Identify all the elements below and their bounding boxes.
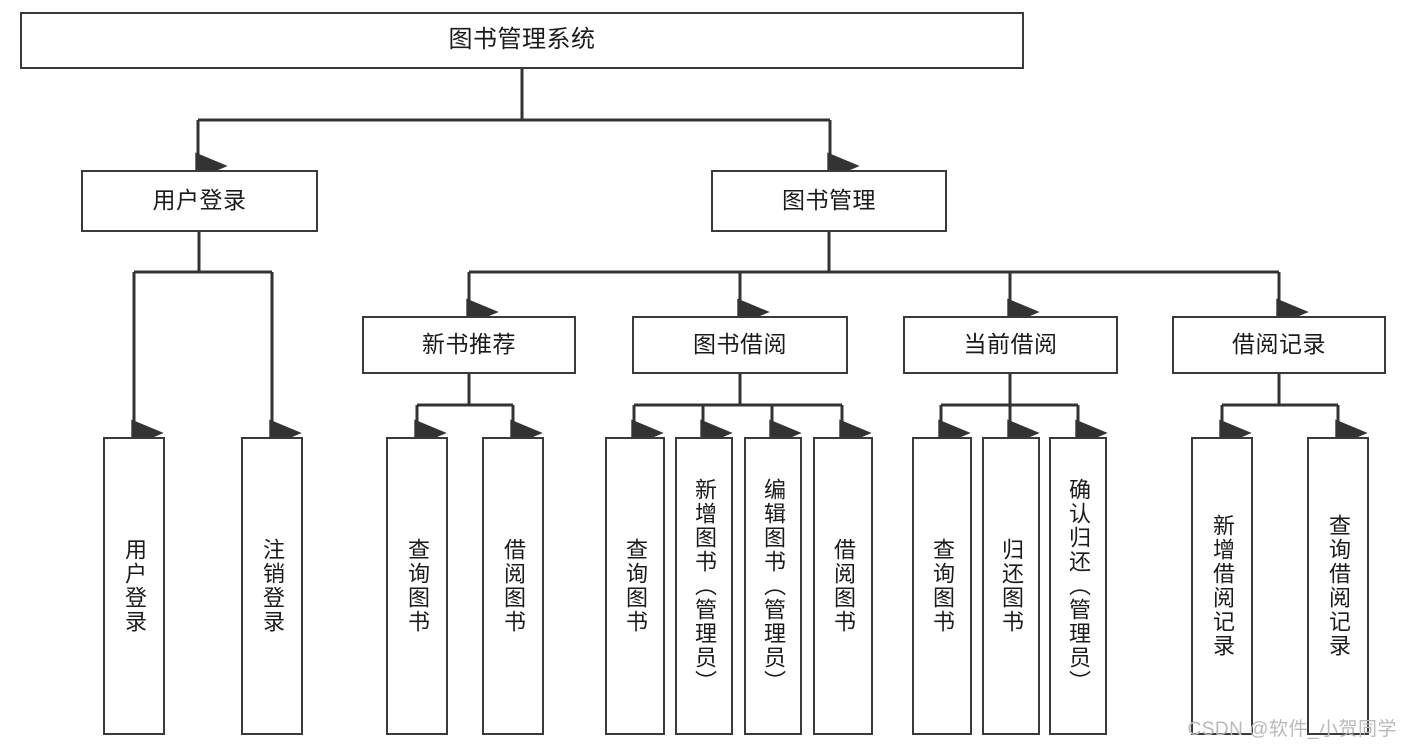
leaf-user-login-logout[interactable]: 注销登录 bbox=[241, 437, 303, 735]
node-label: 借阅记录 bbox=[1232, 331, 1326, 358]
node-book-management[interactable]: 图书管理 bbox=[711, 170, 947, 232]
node-root-system[interactable]: 图书管理系统 bbox=[20, 12, 1024, 69]
node-label: 借阅图书 bbox=[500, 538, 526, 634]
node-label: 新增借阅记录 bbox=[1209, 514, 1235, 658]
node-label: 图书管理系统 bbox=[448, 26, 596, 54]
node-current-borrow[interactable]: 当前借阅 bbox=[903, 316, 1118, 374]
node-book-borrow[interactable]: 图书借阅 bbox=[632, 316, 848, 374]
node-label: 新增图书（管理员） bbox=[691, 478, 717, 694]
node-label: 图书管理 bbox=[782, 187, 876, 214]
leaf-book-borrow-query[interactable]: 查询图书 bbox=[605, 437, 665, 735]
node-borrow-record[interactable]: 借阅记录 bbox=[1172, 316, 1386, 374]
watermark: CSDN @软件_小贺同学 bbox=[1187, 719, 1397, 740]
node-label: 新书推荐 bbox=[422, 331, 516, 358]
node-label: 查询图书 bbox=[929, 538, 955, 634]
leaf-new-book-query[interactable]: 查询图书 bbox=[386, 437, 448, 735]
leaf-current-borrow-confirm[interactable]: 确认归还（管理员） bbox=[1049, 437, 1107, 735]
node-label: 用户登录 bbox=[152, 187, 247, 214]
node-label: 查询图书 bbox=[404, 538, 430, 634]
node-new-book-recommend[interactable]: 新书推荐 bbox=[362, 316, 576, 374]
leaf-book-borrow-borrow[interactable]: 借阅图书 bbox=[813, 437, 873, 735]
node-label: 用户登录 bbox=[121, 538, 147, 634]
leaf-book-borrow-add[interactable]: 新增图书（管理员） bbox=[675, 437, 733, 735]
node-label: 注销登录 bbox=[259, 538, 285, 634]
leaf-user-login-login[interactable]: 用户登录 bbox=[103, 437, 165, 735]
leaf-current-borrow-return[interactable]: 归还图书 bbox=[982, 437, 1040, 735]
node-label: 归还图书 bbox=[998, 538, 1024, 634]
node-label: 查询借阅记录 bbox=[1325, 514, 1351, 658]
leaf-book-borrow-edit[interactable]: 编辑图书（管理员） bbox=[744, 437, 802, 735]
node-label: 确认归还（管理员） bbox=[1065, 478, 1091, 694]
node-label: 当前借阅 bbox=[963, 331, 1058, 358]
node-label: 图书借阅 bbox=[693, 331, 787, 358]
leaf-current-borrow-query[interactable]: 查询图书 bbox=[912, 437, 972, 735]
node-label: 借阅图书 bbox=[830, 538, 856, 634]
leaf-new-book-borrow[interactable]: 借阅图书 bbox=[482, 437, 544, 735]
node-label: 编辑图书（管理员） bbox=[760, 478, 786, 694]
leaf-borrow-record-query[interactable]: 查询借阅记录 bbox=[1307, 437, 1369, 735]
node-label: 查询图书 bbox=[622, 538, 648, 634]
leaf-borrow-record-add[interactable]: 新增借阅记录 bbox=[1191, 437, 1253, 735]
node-user-login[interactable]: 用户登录 bbox=[81, 170, 318, 232]
